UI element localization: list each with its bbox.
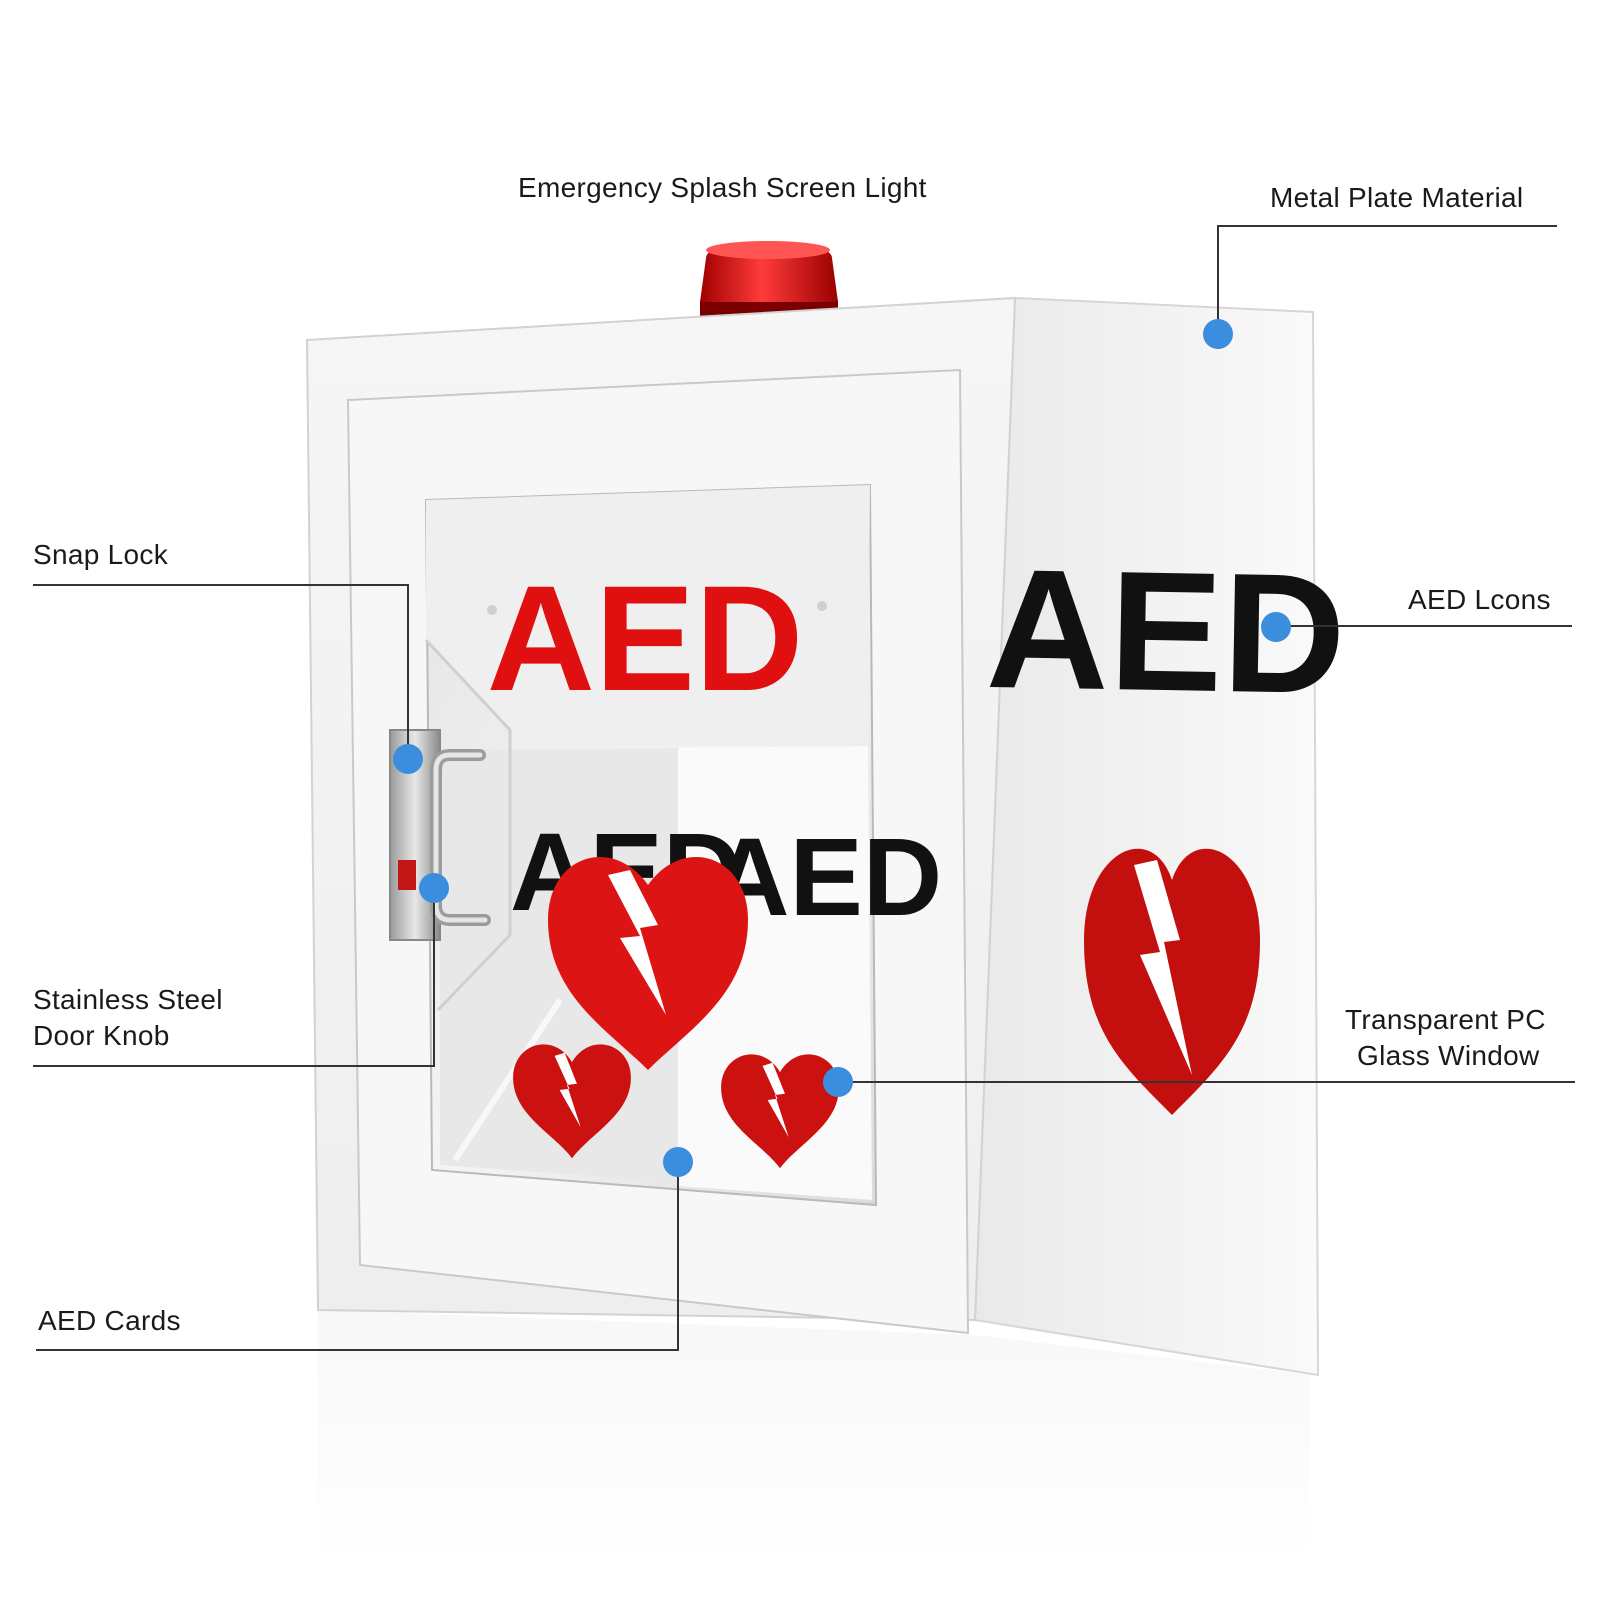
metal-leader	[1217, 225, 1557, 332]
snap-lock-dot	[393, 744, 423, 774]
snap-lock-leader	[33, 584, 409, 758]
beacon-light	[700, 241, 838, 318]
knob-dot	[419, 873, 449, 903]
callout-metal-plate: Metal Plate Material	[1270, 182, 1524, 213]
card-right-aed-text: AED	[710, 816, 942, 939]
cabinet-side-panel	[973, 296, 1320, 1377]
callout-aed-cards: AED Cards	[38, 1305, 181, 1336]
callout-aed-icons: AED Lcons	[1408, 584, 1551, 615]
aed-icons-dot	[1261, 612, 1291, 642]
callout-door-knob-line2: Door Knob	[33, 1020, 170, 1051]
callout-window-line1: Transparent PC	[1345, 1004, 1546, 1035]
callout-window-line2: Glass Window	[1357, 1040, 1540, 1071]
metal-dot	[1203, 319, 1233, 349]
side-aed-text: AED	[985, 534, 1347, 730]
inner-aed-sign-text: AED	[487, 554, 804, 722]
callout-dots	[393, 319, 1291, 1177]
side-heart-icon	[1084, 848, 1260, 1115]
callout-door-knob-line1: Stainless Steel	[33, 984, 223, 1015]
cards-dot	[663, 1147, 693, 1177]
knob-leader	[33, 888, 435, 1067]
card-heart-right-icon	[721, 1054, 839, 1169]
callout-snap-lock: Snap Lock	[33, 539, 169, 570]
cards-leader	[36, 1163, 679, 1351]
callout-emergency-light: Emergency Splash Screen Light	[518, 172, 927, 203]
leader-lines	[33, 225, 1575, 1351]
window-dot	[823, 1067, 853, 1097]
card-heart-left-icon	[513, 1044, 631, 1159]
glass-heart-icon	[548, 856, 748, 1070]
floor-reflection	[318, 1310, 1310, 1560]
